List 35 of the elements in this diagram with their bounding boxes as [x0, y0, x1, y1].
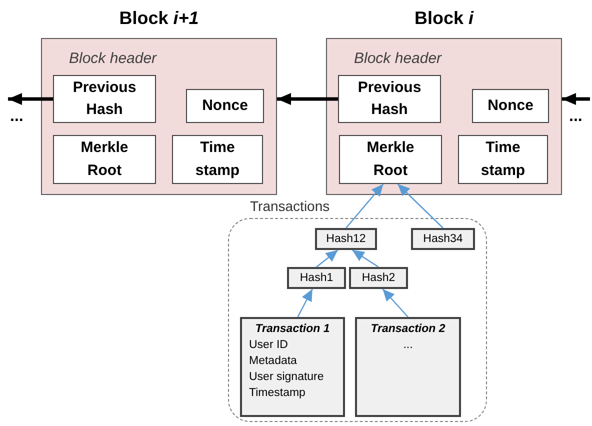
field-box: Time stamp: [458, 135, 548, 184]
section-heading: Block header: [69, 50, 157, 67]
arrow: [297, 288, 313, 318]
arrow: [562, 93, 590, 105]
hash-box: Hash2: [349, 267, 408, 289]
arrow: [277, 93, 338, 105]
transaction-box: [355, 317, 461, 417]
transaction-heading: Transaction 2: [370, 322, 446, 337]
block-title: Block i: [413, 8, 475, 29]
field-box: Merkle Root: [339, 135, 442, 184]
ellipsis-text: ...: [569, 108, 582, 126]
section-heading: Block header: [354, 50, 442, 67]
ellipsis-text: ...: [10, 108, 24, 126]
arrow: [8, 93, 53, 105]
hash-box: Hash34: [411, 228, 475, 250]
hash-box: Hash1: [287, 267, 346, 289]
field-box: Nonce: [472, 89, 549, 123]
transaction-text: User signature: [249, 370, 325, 385]
transaction-box: [240, 317, 345, 417]
arrow: [346, 184, 384, 228]
arrow: [382, 288, 408, 318]
arrow: [352, 249, 379, 268]
transaction-text: Metadata: [249, 354, 298, 369]
field-box: Time stamp: [172, 135, 263, 184]
hash-box: Hash12: [315, 228, 377, 250]
field-box: Previous Hash: [338, 75, 441, 123]
field-box: Previous Hash: [53, 75, 156, 123]
transaction-text: User ID: [249, 338, 289, 353]
group-title: Transactions: [250, 198, 330, 214]
transaction-text: ...: [402, 338, 414, 353]
transaction-heading: Transaction 1: [254, 322, 331, 337]
block-title: Block i+1: [118, 8, 200, 29]
field-box: Merkle Root: [53, 135, 156, 184]
transaction-text: Timestamp: [249, 386, 306, 401]
field-box: Nonce: [186, 89, 264, 123]
